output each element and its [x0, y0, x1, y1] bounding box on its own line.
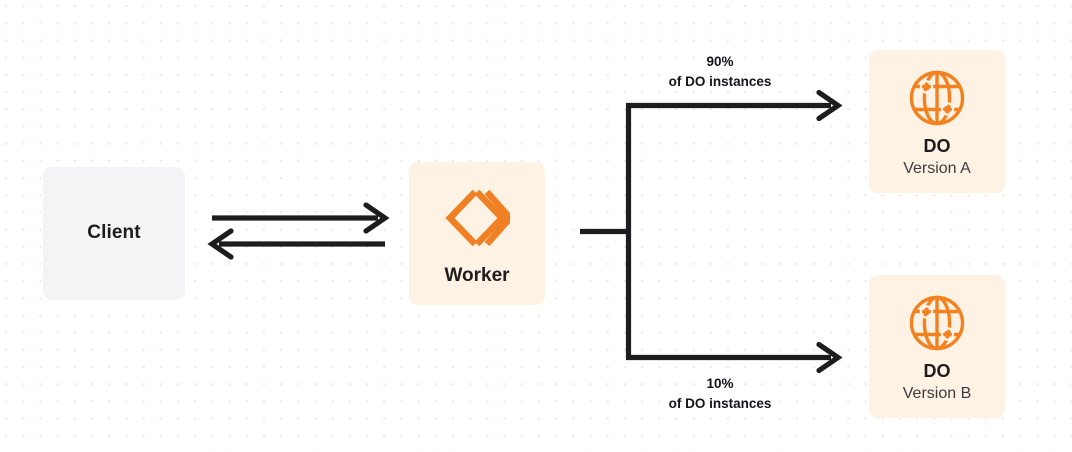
node-client-label: Client: [87, 222, 141, 244]
edge-label-do-a-description: of DO instances: [668, 73, 772, 89]
edge-label-do-b: 10% of DO instances: [631, 374, 809, 413]
durable-object-globe-icon: [908, 69, 966, 127]
arrow-worker-to-client: [207, 228, 385, 260]
node-do-version-b[interactable]: DO Version B: [869, 275, 1005, 418]
node-do-b-version: Version B: [902, 384, 972, 402]
node-do-b-label: DO: [923, 361, 951, 382]
node-worker-label: Worker: [444, 264, 510, 286]
arrow-worker-to-do-a: [626, 89, 843, 122]
arrow-client-to-worker: [212, 202, 390, 234]
node-client[interactable]: Client: [43, 167, 185, 300]
node-do-version-a[interactable]: DO Version A: [869, 50, 1005, 193]
edge-label-do-b-description: of DO instances: [668, 395, 772, 411]
node-do-a-version: Version A: [903, 159, 971, 177]
cloudflare-workers-icon: [444, 187, 515, 249]
node-worker[interactable]: Worker: [409, 162, 545, 305]
arrow-worker-to-do-b: [626, 341, 843, 374]
edge-label-do-a: 90% of DO instances: [631, 52, 809, 91]
edge-label-do-b-percent: 10%: [706, 376, 734, 391]
edge-label-do-a-percent: 90%: [706, 54, 734, 69]
durable-object-globe-icon: [908, 294, 966, 352]
node-do-a-label: DO: [923, 136, 951, 157]
